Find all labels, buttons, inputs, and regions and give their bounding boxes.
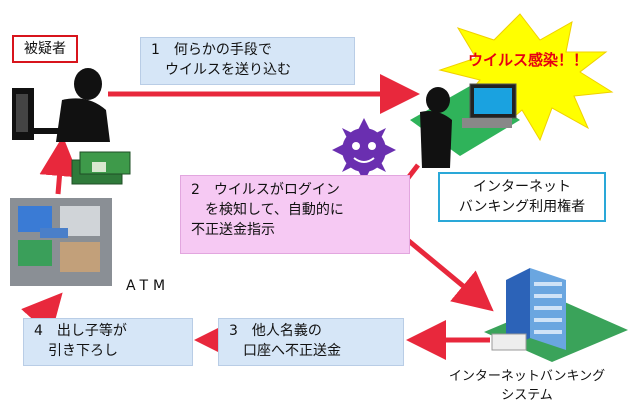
infection-burst-icon <box>438 13 614 142</box>
step1-line2: ウイルスを送り込む <box>151 62 291 78</box>
bank-system-building-icon <box>484 268 628 362</box>
step4-box: 4 出し子等が 引き下ろし <box>23 318 193 366</box>
step2-line2: を検知して、自動的に <box>191 202 344 218</box>
user-label-line2: バンキング利用権者 <box>458 199 586 215</box>
atm-label: ATM <box>126 278 171 294</box>
step3-line1: 3 他人名義の <box>229 323 322 339</box>
system-label-line1: インターネットバンキング <box>448 369 606 384</box>
atm-machine-icon <box>10 198 112 286</box>
step4-line2: 引き下ろし <box>34 343 118 359</box>
system-label: インターネットバンキング システム <box>432 367 622 405</box>
arrow-step4-to-atm <box>21 292 63 336</box>
suspect-label: 被疑者 <box>12 35 78 63</box>
step2-line1: 2 ウイルスがログイン <box>191 182 340 198</box>
user-label-line1: インターネット <box>473 179 571 195</box>
money-stack-icon <box>71 151 131 185</box>
suspect-figure-icon <box>12 68 110 142</box>
virus-infection-banner: ウイルス感染！！ <box>468 51 589 69</box>
step1-line1: 1 何らかの手段で <box>151 42 272 58</box>
arrow-pc-to-system <box>396 230 494 312</box>
step3-box: 3 他人名義の 口座へ不正送金 <box>218 318 404 366</box>
step1-box: 1 何らかの手段で ウイルスを送り込む <box>140 37 355 85</box>
step3-line2: 口座へ不正送金 <box>229 343 341 359</box>
step4-line1: 4 出し子等が <box>34 323 127 339</box>
system-label-line2: システム <box>501 388 553 403</box>
step2-line3: 不正送金指示 <box>191 222 275 238</box>
step2-box: 2 ウイルスがログイン を検知して、自動的に 不正送金指示 <box>180 175 410 254</box>
user-at-pc-icon <box>410 83 520 168</box>
user-label-box: インターネット バンキング利用権者 <box>438 172 606 222</box>
virus-creature-icon <box>332 118 396 182</box>
arrow-atm-to-suspect <box>39 136 80 195</box>
